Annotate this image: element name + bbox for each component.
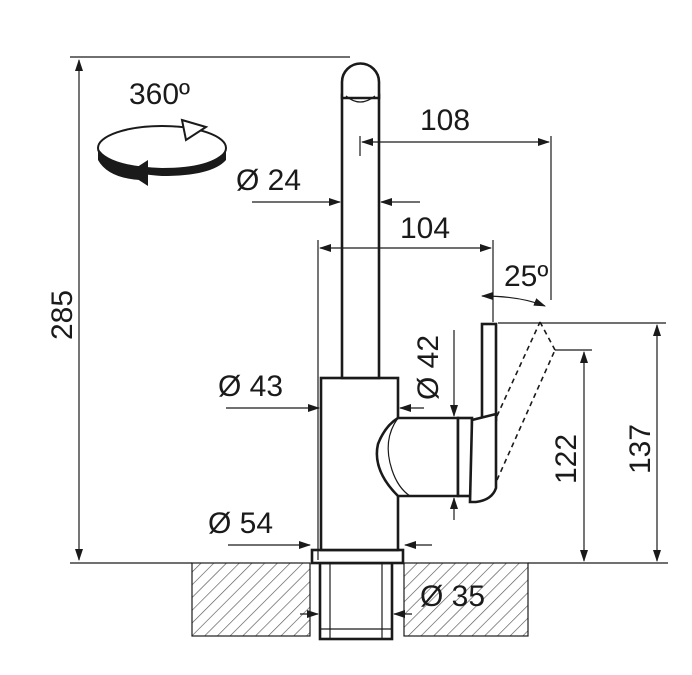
lever-handle xyxy=(468,322,498,504)
lever-height-closed-label: 122 xyxy=(550,434,583,484)
lever-open-position xyxy=(496,321,556,481)
spout-diameter-label: Ø 24 xyxy=(236,164,301,197)
lever-housing xyxy=(375,416,474,498)
dim-total-height: 285 xyxy=(46,56,350,561)
countertop xyxy=(70,562,668,637)
dim-spout-diameter: Ø 24 xyxy=(236,164,420,206)
body-to-lever-label: 104 xyxy=(400,212,450,245)
body-diameter-label: Ø 43 xyxy=(218,370,283,403)
dim-lever-height-closed: 122 xyxy=(550,349,592,562)
rotation-arrow-icon: 360º xyxy=(97,78,227,186)
dim-shank-diameter: Ø 35 xyxy=(300,580,485,618)
lever-height-open-label: 137 xyxy=(624,424,657,474)
lever-diameter-label: Ø 42 xyxy=(412,335,445,400)
mounting-shank xyxy=(318,561,394,641)
dim-spout-reach: 108 xyxy=(359,104,552,300)
total-height-label: 285 xyxy=(46,290,79,340)
dim-body-diameter: Ø 43 xyxy=(218,370,424,412)
dim-lever-diameter: Ø 42 xyxy=(412,330,458,520)
rotation-label: 360º xyxy=(129,78,190,111)
base-plate xyxy=(310,548,405,565)
dim-lever-height-open: 137 xyxy=(498,322,666,562)
spout-reach-label: 108 xyxy=(420,104,470,137)
spout xyxy=(340,62,381,380)
base-diameter-label: Ø 54 xyxy=(208,507,273,540)
lever-angle-label: 25º xyxy=(504,260,548,293)
dim-body-to-lever: 104 xyxy=(317,212,494,560)
shank-diameter-label: Ø 35 xyxy=(420,580,485,613)
dim-base-diameter: Ø 54 xyxy=(208,507,432,549)
dim-lever-angle: 25º xyxy=(481,260,548,307)
